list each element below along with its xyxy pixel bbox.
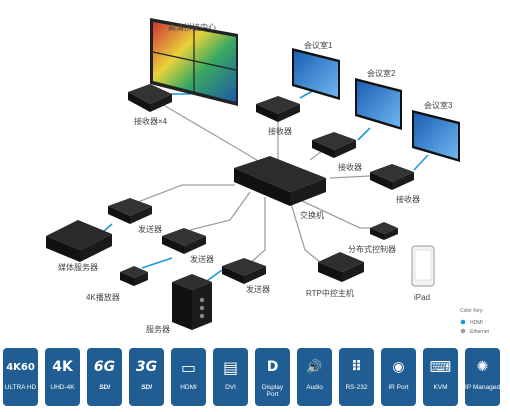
meeting-room-3-monitor: 会议室3 — [412, 100, 460, 162]
displayport-icon: D Display Port — [255, 348, 290, 406]
ip-managed-caption: IP Managed — [465, 384, 500, 391]
ip-managed-glyph: ✺ — [476, 359, 489, 375]
receiver-b-label: 接收器 — [338, 162, 362, 172]
sender-2-device: 发送器 — [162, 228, 214, 264]
6g-sdi-caption: SDI — [99, 384, 110, 391]
ip-managed-icon: ✺ IP Managed — [465, 348, 500, 406]
switch-label: 交换机 — [300, 210, 324, 220]
receiver-a-device: 接收器 — [256, 96, 300, 136]
rs232-caption: RS-232 — [345, 384, 368, 391]
6g-sdi-glyph: 6G — [93, 359, 116, 375]
network-switch: 交换机 — [234, 156, 326, 220]
receiver-c-label: 接收器 — [396, 194, 420, 204]
hdmi-glyph: ▭ — [180, 357, 197, 377]
kvm-glyph: ⌨ — [429, 358, 452, 376]
3g-sdi-glyph: 3G — [135, 359, 158, 375]
room3-label: 会议室3 — [424, 100, 453, 110]
meeting-room-1-monitor: 会议室1 — [292, 40, 340, 100]
4k60-caption: ULTRA HD — [4, 384, 37, 391]
legend-ethernet-swatch — [460, 328, 466, 334]
ir-port-icon: ◉ IR Port — [381, 348, 416, 406]
server-label: 服务器 — [146, 324, 170, 334]
distributed-controller-device: 分布式控制器 — [348, 222, 398, 254]
meeting-room-2-monitor: 会议室2 — [355, 68, 402, 130]
sender-2-label: 发送器 — [190, 254, 214, 264]
media-server-device: 媒体服务器 — [46, 220, 112, 272]
av-network-diagram: 高清拼接中心 接收器×4 会议室1 会议室2 会议室3 接收器 接收器 — [46, 18, 490, 335]
ipad-device: iPad — [411, 245, 435, 302]
hdmi-caption: HDMI — [180, 384, 197, 391]
room1-label: 会议室1 — [304, 40, 333, 50]
receiver-x4-label: 接收器×4 — [134, 116, 168, 126]
video-wall-label: 高清拼接中心 — [168, 22, 216, 32]
4k-player-label: 4K播放器 — [86, 292, 120, 302]
central-controller-label: RTP中控主机 — [306, 288, 354, 298]
distributed-controller-label: 分布式控制器 — [348, 244, 396, 254]
feature-icon-bar: 4K60 ULTRA HD 4K UHD-4K 6G SDI 3G SDI ▭ … — [0, 342, 510, 412]
video-wall: 高清拼接中心 — [150, 18, 238, 106]
dvi-glyph: ▤ — [222, 357, 239, 377]
sender-1-device: 发送器 — [108, 198, 162, 234]
receiver-x4-device: 接收器×4 — [128, 84, 172, 126]
color-legend: Color Key: HDMI Ethernet — [460, 308, 490, 335]
ir-port-caption: IR Port — [388, 384, 409, 391]
displayport-glyph: D — [266, 359, 279, 375]
displayport-caption: Display Port — [261, 384, 284, 398]
rs232-icon: ⠿ RS-232 — [339, 348, 374, 406]
room2-label: 会议室2 — [367, 68, 396, 78]
sender-3-label: 发送器 — [246, 284, 270, 294]
receiver-b-device: 接收器 — [312, 132, 362, 172]
4k60-icon: 4K60 ULTRA HD — [3, 348, 38, 406]
ir-port-glyph: ◉ — [392, 359, 405, 375]
audio-icon: 🔊 Audio — [297, 348, 332, 406]
uhd-4k-icon: 4K UHD-4K — [45, 348, 80, 406]
3g-sdi-icon: 3G SDI — [129, 348, 164, 406]
receiver-c-device: 接收器 — [370, 164, 420, 204]
legend-title: Color Key: — [460, 308, 483, 314]
3g-sdi-caption: SDI — [141, 384, 152, 391]
media-server-label: 媒体服务器 — [58, 262, 98, 272]
uhd-4k-glyph: 4K — [52, 359, 73, 375]
4k-player-device: 4K播放器 — [86, 266, 148, 302]
hdmi-icon: ▭ HDMI — [171, 348, 206, 406]
dvi-icon: ▤ DVI — [213, 348, 248, 406]
server-tower-device: 服务器 — [146, 274, 212, 334]
6g-sdi-icon: 6G SDI — [87, 348, 122, 406]
sender-3-device: 发送器 — [222, 258, 270, 294]
kvm-icon: ⌨ KVM — [423, 348, 458, 406]
legend-ethernet-label: Ethernet — [470, 329, 490, 335]
kvm-caption: KVM — [433, 384, 448, 391]
receiver-a-label: 接收器 — [268, 126, 292, 136]
ethernet-links — [129, 102, 391, 266]
sender-1-label: 发送器 — [138, 224, 162, 234]
legend-hdmi-label: HDMI — [470, 320, 483, 326]
4k60-glyph: 4K60 — [6, 361, 35, 373]
ipad-label: iPad — [414, 293, 430, 302]
central-controller-device: RTP中控主机 — [306, 252, 364, 298]
legend-hdmi-swatch — [460, 319, 466, 325]
dvi-caption: DVI — [225, 384, 236, 391]
rs232-glyph: ⠿ — [351, 359, 362, 375]
uhd-4k-caption: UHD-4K — [50, 384, 75, 391]
audio-glyph: 🔊 — [306, 359, 323, 375]
audio-caption: Audio — [306, 384, 323, 391]
